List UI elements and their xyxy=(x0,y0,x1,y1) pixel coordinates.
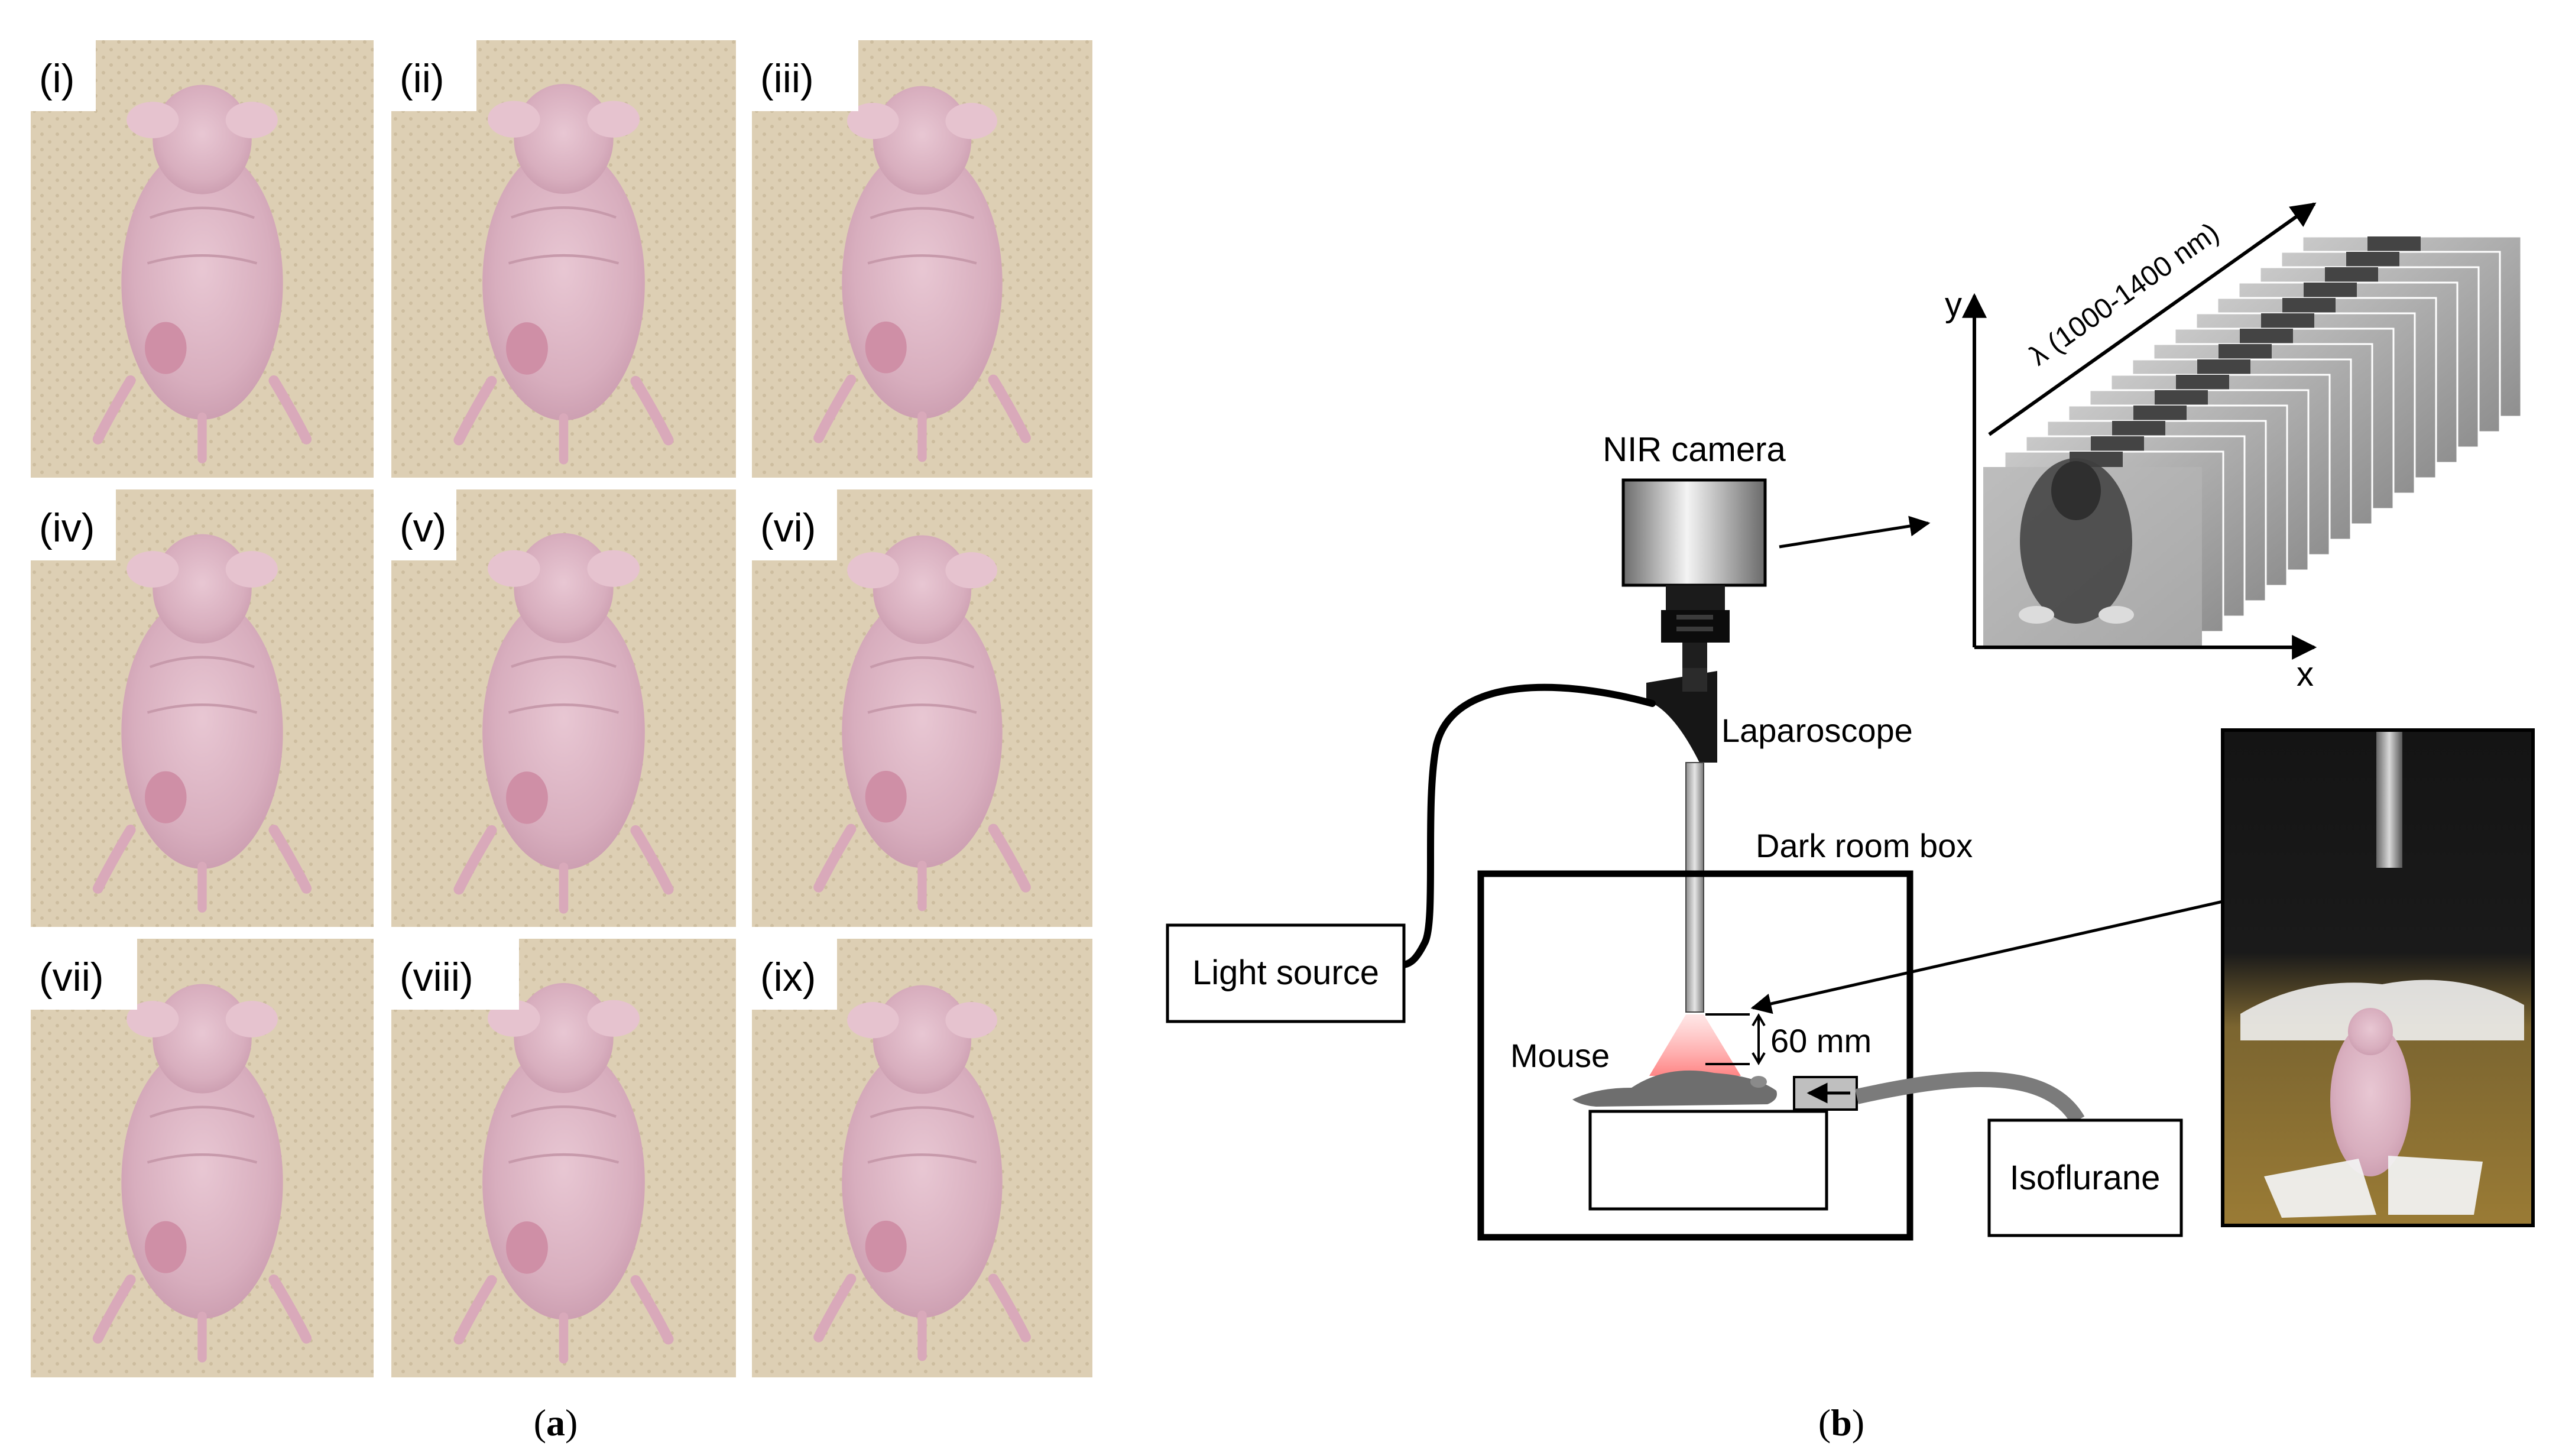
mouse-photo: (i) xyxy=(31,40,374,478)
laparoscope-label: Laparoscope xyxy=(1721,712,1913,749)
dark-room-box xyxy=(1477,870,1913,1241)
photo-to-setup-arrow xyxy=(1750,900,2223,1014)
photo-label: (iii) xyxy=(760,56,814,101)
camera-to-cube-arrow xyxy=(1779,515,1931,549)
cube-lambda-axis xyxy=(1988,202,2317,436)
setup-photo xyxy=(2221,728,2535,1227)
photo-label: (iv) xyxy=(39,505,95,550)
photo-label: (i) xyxy=(39,56,74,101)
mouse-photo: (vii) xyxy=(31,939,374,1377)
panel-b-caption: (b) xyxy=(1818,1402,1864,1444)
mouse-photo: (iii) xyxy=(752,40,1092,478)
isoflurane-box xyxy=(1987,1118,2183,1237)
photo-label: (vii) xyxy=(39,955,104,1000)
distance-label: 60 mm xyxy=(1770,1022,1872,1059)
photo-label: (vi) xyxy=(760,505,816,550)
panel-b-diagram: y x λ (1000-1400 nm) NIR camera Laparosc… xyxy=(1166,202,2535,1444)
mouse-photo: (iv) xyxy=(31,489,374,927)
photo-label: (v) xyxy=(400,505,446,550)
photo-label: (ii) xyxy=(400,56,445,101)
panel-a-caption: (a) xyxy=(534,1402,578,1444)
cube-y-axis-label: y xyxy=(1945,286,1962,324)
light-source-box xyxy=(1166,923,1406,1023)
isoflurane-tube xyxy=(1855,1072,2085,1124)
mouse-photo: (vi) xyxy=(752,489,1092,927)
dark-room-box-label: Dark room box xyxy=(1756,827,1973,864)
photo-label: (ix) xyxy=(760,955,816,1000)
mouse-photo: (ii) xyxy=(391,40,736,478)
mouse-photo: (viii) xyxy=(391,939,736,1377)
panel-a-photo-grid: (i) (ii) (iii) (iv) (v) (vi) (vii) (viii) (ix) xyxy=(31,40,1092,1377)
distance-indicator xyxy=(1705,1013,1766,1065)
front-spectral-image xyxy=(1983,458,2202,647)
cube-x-axis-label: x xyxy=(2297,655,2314,693)
mouse-label: Mouse xyxy=(1510,1037,1610,1074)
mouse-photo: (ix) xyxy=(752,939,1092,1377)
nir-camera xyxy=(1621,478,1767,673)
isoflurane-label: Isoflurane xyxy=(2010,1159,2161,1197)
nir-light-beam xyxy=(1649,1014,1741,1076)
light-guide-cable xyxy=(1400,683,1656,968)
mouse-stage xyxy=(1588,1110,1828,1211)
light-source-label: Light source xyxy=(1192,954,1379,992)
photo-label: (viii) xyxy=(400,955,473,1000)
mouse-photo: (v) xyxy=(391,489,736,927)
nir-camera-label: NIR camera xyxy=(1603,430,1786,469)
laparoscope xyxy=(1646,668,1717,1013)
mouse-silhouette xyxy=(1572,1070,1777,1107)
hyperspectral-cube: y x λ (1000-1400 nm) xyxy=(1945,202,2522,693)
